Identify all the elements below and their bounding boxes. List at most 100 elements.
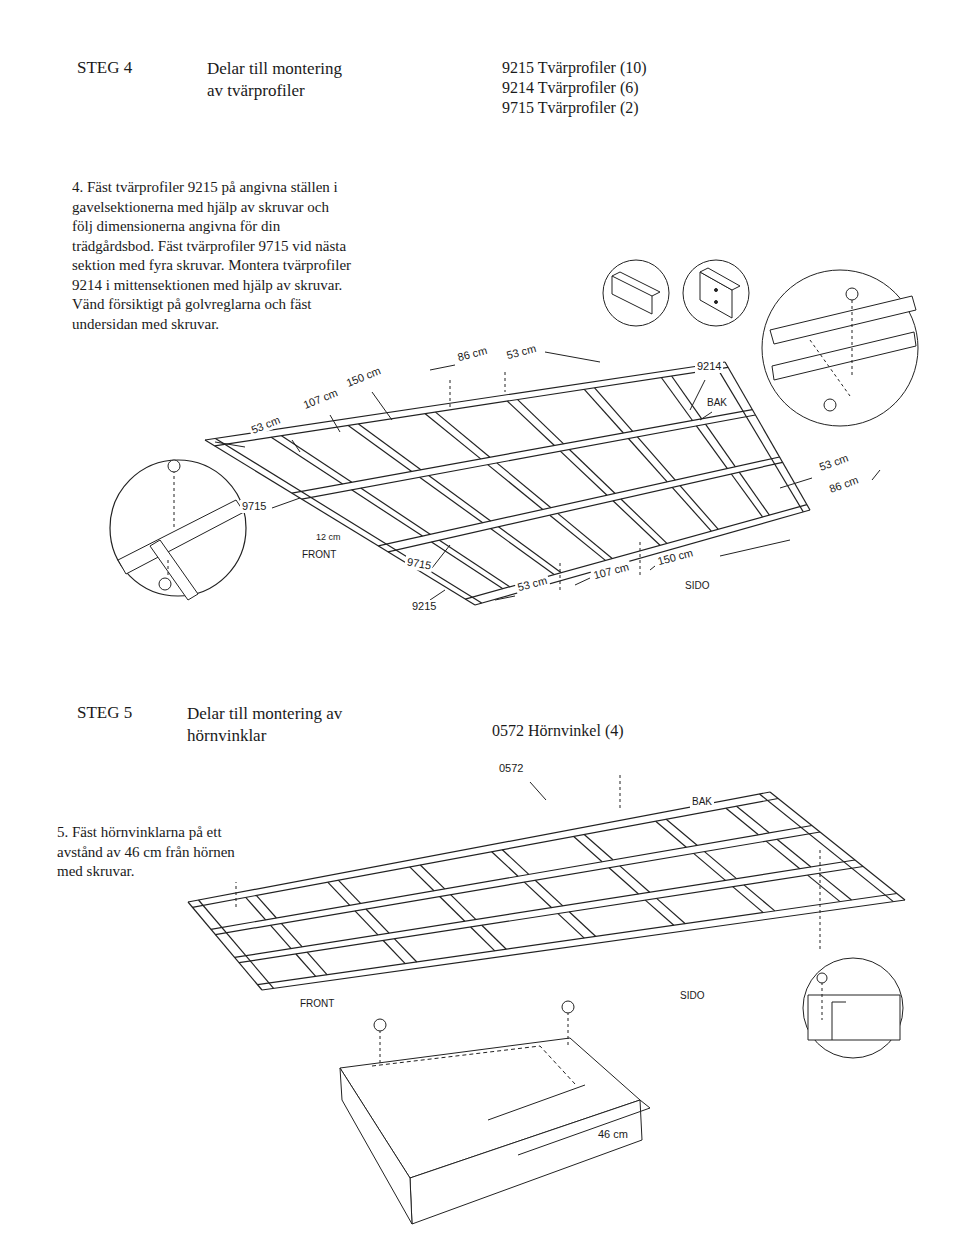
parts-list-item: 9715 Tvärprofiler (2): [500, 98, 641, 117]
frame-profile: [192, 799, 778, 908]
frame-profile: [737, 806, 770, 833]
frame-profile: [766, 841, 800, 869]
frame-profile: [282, 436, 352, 483]
frame-profile: [436, 412, 490, 457]
detail-inset: [762, 270, 918, 426]
corner-bracket-detail: [340, 1001, 650, 1224]
frame-profile: [432, 542, 503, 589]
frame-profile: [731, 474, 762, 517]
step-heading: STEG 4: [75, 58, 134, 78]
frame-profile: [666, 819, 697, 845]
frame-profile: [613, 501, 660, 546]
direction-label: SIDO: [683, 580, 711, 592]
frame-profile: [465, 505, 807, 599]
frame-profile: [239, 867, 863, 963]
parts-heading: Delar till montering av tvärprofiler: [205, 58, 359, 102]
step-heading: STEG 5: [75, 703, 134, 723]
direction-label: FRONT: [300, 549, 338, 561]
dimension-label: 53 cm: [816, 451, 852, 475]
frame-profile: [637, 437, 675, 480]
frame-profile: [558, 914, 584, 939]
frame-profile: [359, 424, 421, 470]
frame-profile: [361, 488, 431, 534]
frame-profile: [497, 463, 551, 508]
frame-profile: [328, 882, 350, 905]
frame-profile: [569, 450, 615, 494]
frame-profile: [656, 821, 687, 847]
frame-profile: [352, 490, 423, 536]
frame-profile: [680, 486, 718, 530]
instruction-text: 5. Fäst hörnvinklarna på ett avstånd av …: [55, 823, 264, 882]
frame-profile: [733, 887, 764, 913]
frame-profile: [584, 389, 623, 433]
direction-label: BAK: [690, 796, 714, 808]
direction-label: FRONT: [298, 998, 336, 1010]
frame-profile: [488, 465, 543, 510]
frame-profile: [574, 837, 602, 862]
dimension-label: 150 cm: [343, 363, 385, 390]
frame-profile: [705, 852, 737, 879]
frame-profile: [215, 438, 481, 603]
frame-profile: [739, 472, 769, 515]
parts-list-item: 9214 Tvärprofiler (6): [500, 78, 641, 97]
frame-profile: [281, 923, 302, 946]
frame-profile: [726, 808, 758, 835]
frame-profile: [584, 835, 613, 860]
frame-profile: [429, 476, 491, 522]
frame-profile: [439, 540, 509, 587]
frame-profile: [560, 451, 607, 495]
dimension-label: 86 cm: [454, 343, 490, 365]
frame-profile: [657, 898, 686, 923]
frame-profile: [524, 882, 551, 908]
frame-profile: [628, 439, 667, 482]
frame-profile: [621, 499, 667, 543]
frame-profile: [410, 867, 434, 891]
dimension-label: 150 cm: [654, 546, 696, 569]
frame-profile: [777, 839, 811, 867]
frame-profile: [770, 792, 905, 900]
frame-profile: [366, 909, 389, 933]
dimension-label: 12 cm: [314, 532, 343, 543]
frame-profile: [672, 487, 711, 531]
frame-profile: [395, 939, 417, 962]
part-number: 9715: [404, 555, 434, 573]
frame-profile: [672, 376, 702, 419]
frame-profile: [507, 401, 554, 445]
frame-profile: [694, 853, 726, 880]
part-number: 9715: [240, 500, 268, 513]
parts-heading: Delar till montering av hörnvinklar: [185, 703, 354, 747]
frame-profile: [246, 897, 266, 919]
frame-profile: [307, 952, 327, 975]
dimension-label: 53 cm: [514, 573, 550, 595]
frame-profile: [378, 457, 779, 546]
frame-profile: [440, 897, 465, 922]
frame-profile: [558, 513, 613, 558]
frame-profile: [235, 860, 855, 957]
frame-profile: [296, 954, 316, 976]
frame-profile: [258, 894, 897, 985]
frame-profile: [425, 414, 481, 459]
frame-profile: [744, 885, 775, 911]
frame-profile: [502, 850, 529, 875]
detail-inset: [803, 958, 903, 1058]
direction-label: BAK: [705, 397, 729, 409]
frame-profile: [188, 792, 770, 902]
parts-list-item: 0572 Hörnvinkel (4): [490, 721, 626, 740]
frame-profile: [808, 875, 840, 902]
frame-profile: [271, 437, 342, 484]
frame-profile: [256, 895, 276, 918]
frame-profile: [388, 462, 782, 552]
parts-list-item: 9215 Tvärprofiler (10): [500, 58, 649, 77]
frame-profile: [491, 529, 554, 575]
frame-profile: [492, 852, 518, 877]
frame-profile: [199, 900, 274, 988]
part-number: 0572: [497, 762, 525, 775]
dimension-label: 46 cm: [596, 1128, 630, 1141]
part-number: 9215: [410, 600, 438, 613]
dimension-lines: [215, 352, 880, 950]
frame-profile: [645, 900, 674, 925]
profile-inset: [603, 260, 749, 326]
frame-profile: [609, 868, 639, 894]
frame-profile: [819, 873, 852, 900]
frame-profile: [355, 911, 378, 935]
